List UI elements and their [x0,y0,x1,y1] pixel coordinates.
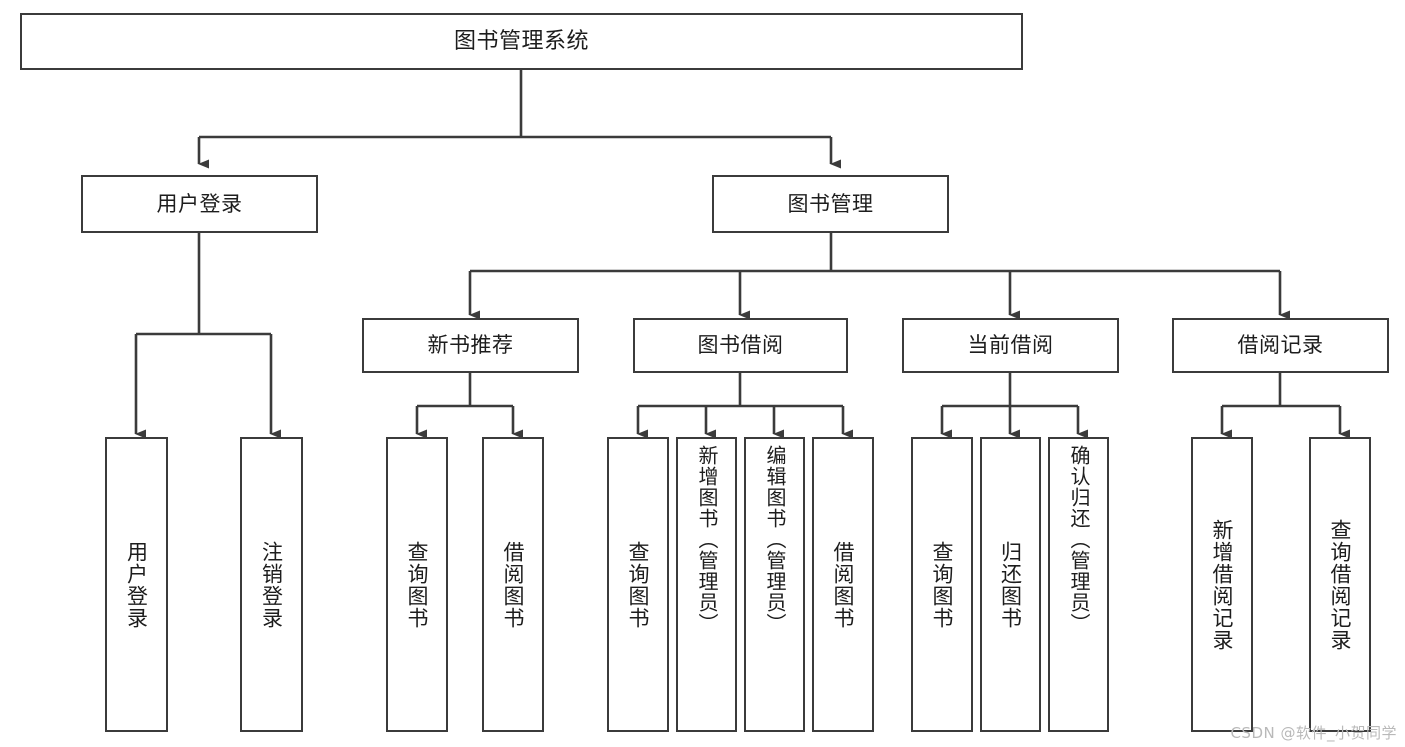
node-label: 借阅图书 [831,540,856,629]
node-leaf-user-logout[interactable]: 注销登录 [240,437,303,732]
node-leaf-add-record[interactable]: 新增借阅记录 [1191,437,1253,732]
node-book-borrow[interactable]: 图书借阅 [633,318,848,373]
node-label: 当前借阅 [967,333,1054,358]
node-label: 图书借阅 [697,333,784,358]
node-label: 归还图书 [998,540,1023,629]
node-label: 新增借阅记录 [1210,518,1235,651]
node-label: 查询图书 [930,540,955,629]
node-label: 新书推荐 [427,333,514,358]
node-label: 用户登录 [156,191,243,216]
node-current-borrow[interactable]: 当前借阅 [902,318,1119,373]
node-leaf-query-book-1[interactable]: 查询图书 [386,437,448,732]
connector-lines [134,70,1350,439]
node-user-login[interactable]: 用户登录 [81,175,318,233]
node-leaf-query-book-2[interactable]: 查询图书 [607,437,669,732]
node-leaf-borrow-book-1[interactable]: 借阅图书 [482,437,544,732]
node-label: 确认归还（管理员） [1067,445,1091,634]
node-leaf-return-book[interactable]: 归还图书 [980,437,1041,732]
node-leaf-add-book[interactable]: 新增图书（管理员） [676,437,737,732]
node-label: 图书管理 [787,191,874,216]
node-leaf-user-login[interactable]: 用户登录 [105,437,168,732]
node-label: 查询图书 [626,540,651,629]
node-leaf-query-record[interactable]: 查询借阅记录 [1309,437,1371,732]
node-root-book-management-system[interactable]: 图书管理系统 [20,13,1023,70]
node-book-management[interactable]: 图书管理 [712,175,949,233]
node-label: 编辑图书（管理员） [763,445,787,634]
csdn-watermark: CSDN @软件_小贺同学 [1230,724,1397,742]
node-label: 借阅记录 [1237,333,1324,358]
node-new-book-recommend[interactable]: 新书推荐 [362,318,579,373]
node-label: 用户登录 [124,540,149,629]
node-borrow-record[interactable]: 借阅记录 [1172,318,1389,373]
node-label: 查询借阅记录 [1328,518,1353,651]
node-leaf-edit-book[interactable]: 编辑图书（管理员） [744,437,805,732]
node-leaf-confirm-return[interactable]: 确认归还（管理员） [1048,437,1109,732]
node-leaf-query-book-3[interactable]: 查询图书 [911,437,973,732]
node-label: 注销登录 [259,540,284,629]
node-label: 借阅图书 [501,540,526,629]
node-leaf-borrow-book-2[interactable]: 借阅图书 [812,437,874,732]
node-label: 查询图书 [405,540,430,629]
node-label: 图书管理系统 [453,28,589,54]
node-label: 新增图书（管理员） [695,445,719,634]
